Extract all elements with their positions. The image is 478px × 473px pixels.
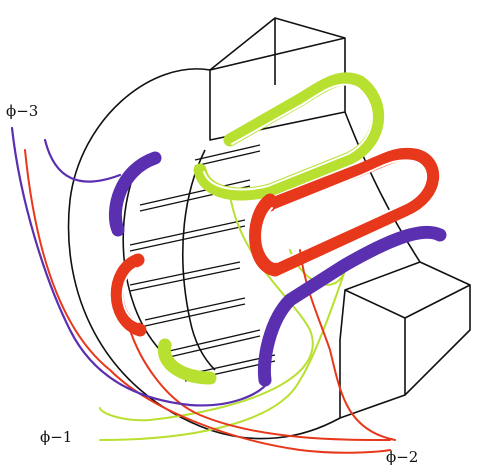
bottom-pole-block xyxy=(339,261,471,419)
phase-2-lead-c xyxy=(24,149,391,454)
stator-outer-arc xyxy=(67,68,341,440)
slot-line-5 xyxy=(144,297,246,327)
phase-1-bottom-coil xyxy=(157,338,217,385)
phase-2-winding xyxy=(24,147,439,454)
phase-3-lead-b xyxy=(10,126,272,407)
bottom-pole-edge xyxy=(344,284,471,395)
phase-3-winding xyxy=(10,126,447,407)
phase-3-lead-a xyxy=(43,138,122,183)
stator-bore-arc-inner xyxy=(182,149,216,371)
slot-line-4 xyxy=(129,261,241,292)
slot-line-3 xyxy=(129,219,246,252)
phase-2-mid-coil xyxy=(249,147,439,277)
phase-1-top-coil-inner xyxy=(203,83,373,191)
slot-line-6 xyxy=(164,329,261,359)
phase-1-label: ϕ−1 xyxy=(40,428,72,446)
phase-2-mid-coil-inner xyxy=(261,159,428,263)
phase-3-label: ϕ−3 xyxy=(6,102,38,120)
phase-2-label: ϕ−2 xyxy=(386,448,418,466)
slot-line-1 xyxy=(194,144,261,167)
phase-2-left-coil xyxy=(110,253,147,337)
phase-1-top-coil xyxy=(193,72,385,201)
top-pole-edge xyxy=(209,18,346,85)
phase-3-bottom-coil xyxy=(257,225,447,387)
phase-3-left-coil xyxy=(108,151,162,237)
phase-2-lead-b xyxy=(129,329,391,441)
phase-2-left-coil-inner xyxy=(121,267,139,323)
